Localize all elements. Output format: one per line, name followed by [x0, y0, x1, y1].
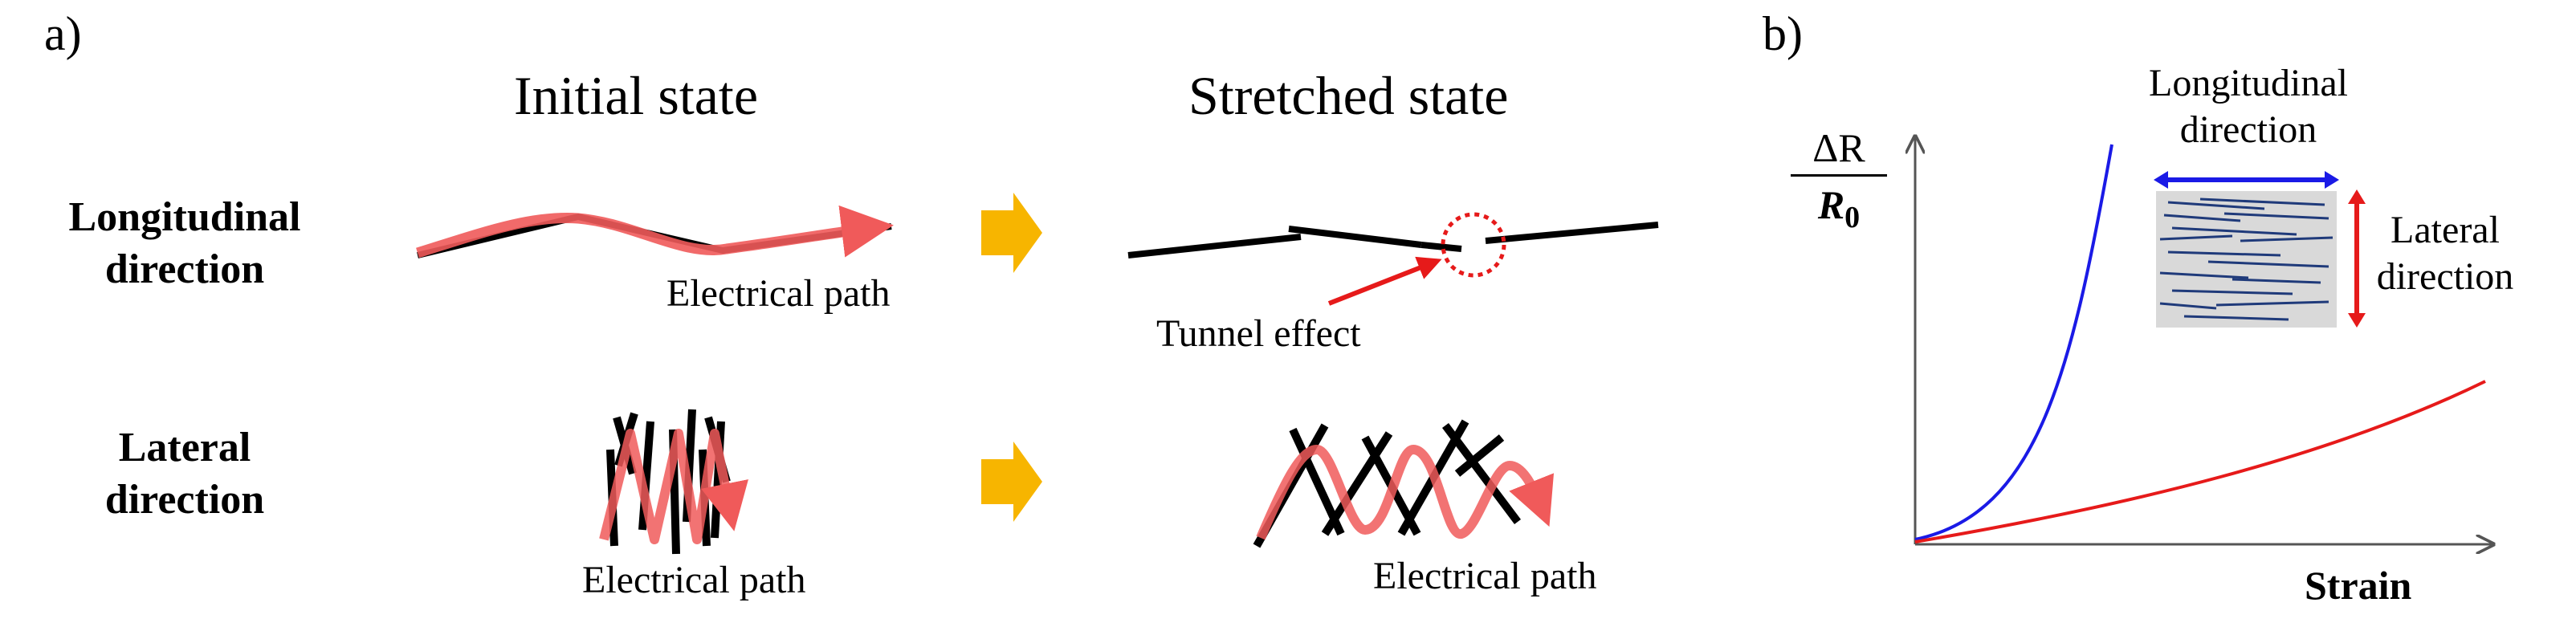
longitudinal-stretched-fibers [1127, 222, 1659, 259]
electrical-path-label-2: Electrical path [582, 559, 806, 601]
longitudinal-direction-label: Longitudinal direction [2088, 60, 2409, 153]
longitudinal-curve [1914, 144, 2113, 541]
lateral-curve [1914, 380, 2486, 543]
initial-state-heading: Initial state [514, 65, 759, 126]
row-label-longitudinal-line2: direction [104, 246, 265, 292]
tunnel-effect-arrow [1327, 256, 1442, 306]
y-label-denominator: R0 [1791, 177, 1887, 235]
inset-fiber-network [2156, 191, 2337, 328]
row-label-lateral: Lateral direction [24, 421, 345, 526]
lateral-direction-label: Lateral direction [2325, 207, 2566, 299]
row-label-lateral-line1: Lateral [118, 425, 251, 470]
lateral-label-line2: direction [2376, 254, 2514, 298]
row-label-lateral-line2: direction [104, 477, 265, 523]
longitudinal-initial-fibers [416, 205, 894, 259]
y-label-r: R [1817, 182, 1845, 227]
tunnel-gap-circle [1441, 212, 1506, 278]
yellow-arrow-bottom [981, 442, 1042, 522]
y-label-subscript: 0 [1844, 201, 1861, 234]
longitudinal-label-line2: direction [2179, 108, 2317, 151]
lateral-double-arrow [2348, 189, 2366, 328]
row-label-longitudinal: Longitudinal direction [24, 191, 345, 295]
y-label-numerator: ΔR [1791, 124, 1887, 177]
lateral-label-line1: Lateral [2391, 209, 2500, 251]
longitudinal-label-line1: Longitudinal [2149, 62, 2348, 104]
longitudinal-double-arrow [2154, 171, 2339, 189]
panel-b-label: b) [1763, 7, 1803, 60]
row-label-longitudinal-line1: Longitudinal [68, 194, 301, 240]
panel-a-label: a) [44, 7, 82, 60]
stretched-state-heading: Stretched state [1188, 65, 1509, 126]
electrical-path-label-1: Electrical path [666, 272, 891, 315]
y-axis-label: ΔR R0 [1791, 124, 1887, 235]
y-label-delta-r: ΔR [1812, 125, 1865, 170]
lateral-stretched-fibers [1253, 419, 1521, 548]
electrical-path-label-3: Electrical path [1373, 555, 1597, 597]
tunnel-effect-label: Tunnel effect [1156, 312, 1361, 355]
x-axis-label: Strain [2305, 563, 2412, 608]
yellow-arrow-top [981, 193, 1042, 273]
lateral-initial-path [599, 429, 749, 544]
lateral-stretched-path [1256, 445, 1555, 540]
